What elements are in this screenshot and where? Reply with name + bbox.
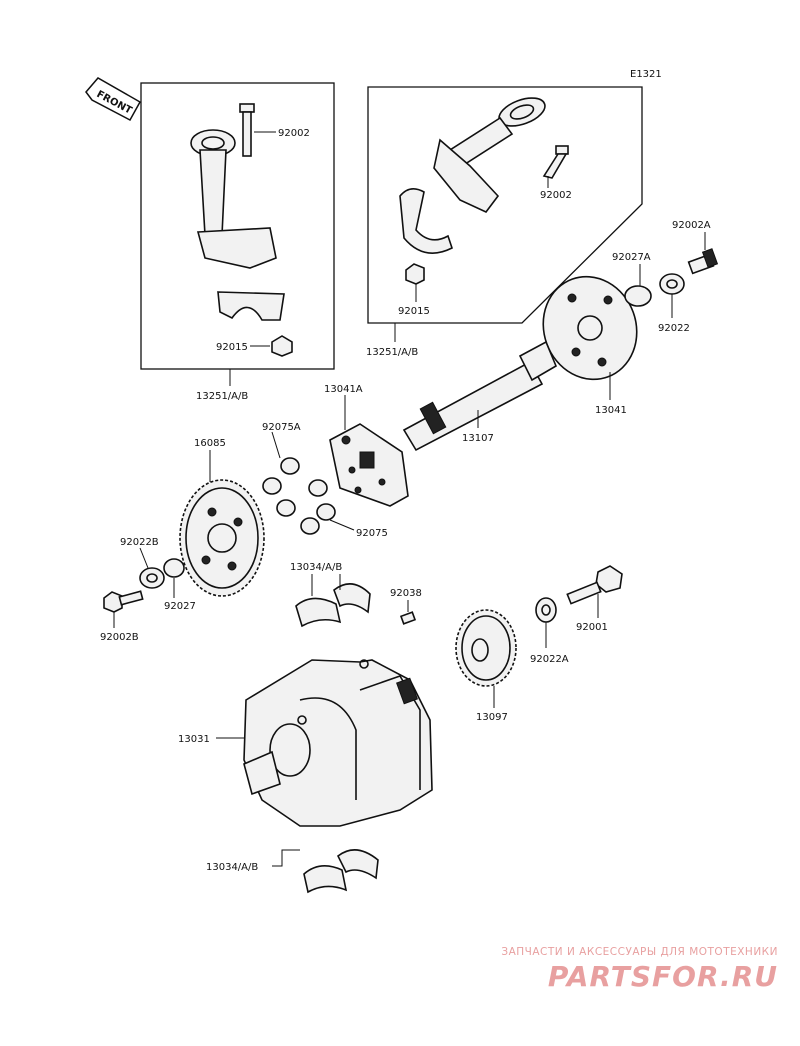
front-arrow-icon: FRONT [85,77,142,122]
key-92038 [399,611,417,625]
damper-92075 [300,479,336,535]
crankshaft-13031 [243,659,433,827]
nut-92015-left [271,335,293,357]
drive-plate-13041A [329,423,409,507]
watermark-logo: PARTSFOR.RU [547,960,778,993]
part-label-92022B: 92022B [120,537,159,548]
collar-92027 [163,558,185,578]
part-label-92038: 92038 [390,588,422,599]
washer-92022B [139,567,165,589]
bearing-shells-13034-top [295,583,371,628]
part-label-92022A: 92022A [530,654,569,665]
part-label-13041A: 13041A [324,384,363,395]
diagram-id: E1321 [630,69,662,80]
rod-cap-right [399,188,453,254]
balancer-gear-16085 [179,479,265,597]
balancer-shaft-13107 [402,340,558,452]
conrod-assembly-box-right [367,86,643,324]
part-label-92002A: 92002A [672,220,711,231]
bearing-shells-13034-bottom [303,849,379,894]
connecting-rod-right [433,97,546,213]
part-label-92015-left: 92015 [216,342,248,353]
nut-92015-right [405,263,425,285]
part-label-13251-box2: 13251/A/B [366,347,418,358]
part-label-92022: 92022 [658,323,690,334]
washer-92022 [659,273,685,295]
bolt-92002A [687,248,719,275]
part-label-92001: 92001 [576,622,608,633]
part-label-13041: 13041 [595,405,627,416]
bolt-92002-left [239,103,255,157]
part-label-92015-box2: 92015 [398,306,430,317]
part-label-92027A: 92027A [612,252,651,263]
bolt-92001 [566,565,623,605]
connecting-rod-left [190,129,277,269]
part-label-13034-bottom: 13034/A/B [206,862,258,873]
part-label-92002-top: 92002 [278,128,310,139]
part-label-92002B: 92002B [100,632,139,643]
part-label-13034-top: 13034/A/B [290,562,342,573]
part-label-92027: 92027 [164,601,196,612]
part-label-13107: 13107 [462,433,494,444]
conrod-assembly-box-left [140,82,335,370]
part-label-13251-left: 13251/A/B [196,391,248,402]
washer-92022A [535,597,557,623]
part-label-92075: 92075 [356,528,388,539]
gear-13097 [455,609,517,687]
watermark-tagline: ЗАПЧАСТИ И АКСЕССУАРЫ ДЛЯ МОТОТЕХНИКИ [501,946,778,958]
damper-92075A [262,457,300,517]
rod-cap-left [217,291,285,321]
bolt-92002B [103,590,144,613]
balancer-flange-13041 [542,275,638,381]
part-label-16085: 16085 [194,438,226,449]
collar-92027A [624,285,652,307]
part-label-92075A: 92075A [262,422,301,433]
part-label-13031: 13031 [178,734,210,745]
part-label-92002-box2: 92002 [540,190,572,201]
bolt-92002-right [542,145,569,179]
part-label-13097: 13097 [476,712,508,723]
